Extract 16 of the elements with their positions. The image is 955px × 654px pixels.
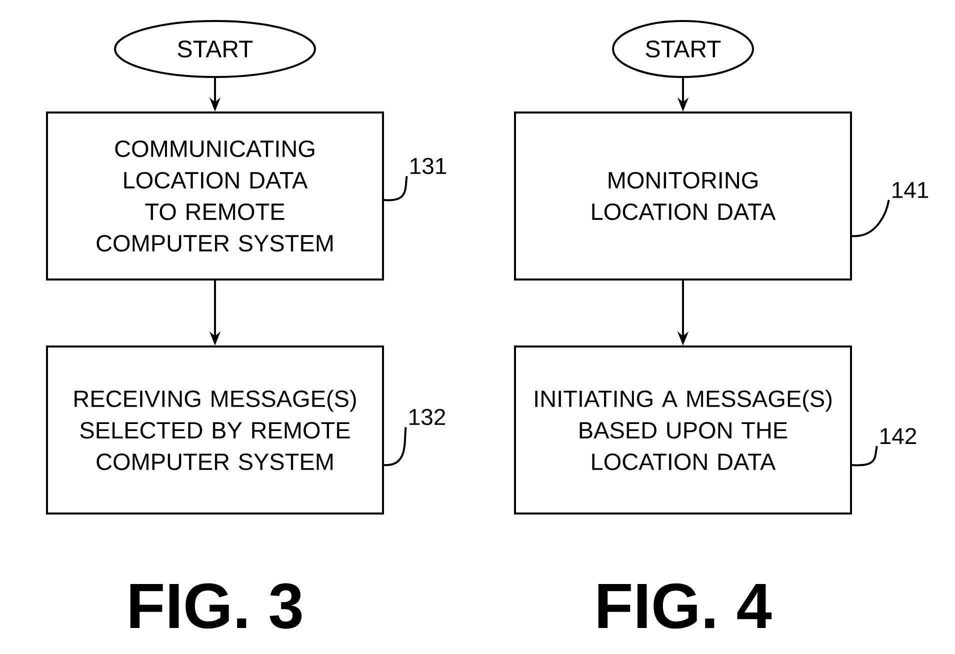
start-oval: START xyxy=(612,20,754,78)
start-oval: START xyxy=(114,20,316,78)
leader-line xyxy=(384,427,407,466)
reference-numeral: 141 xyxy=(892,182,928,198)
leader-line xyxy=(852,446,878,466)
reference-numeral: 142 xyxy=(880,428,916,444)
figure-label: FIG. 3 xyxy=(130,583,302,629)
reference-numeral: 131 xyxy=(410,158,446,174)
reference-numeral: 132 xyxy=(410,408,446,426)
process-box: RECEIVING MESSAGE(S) SELECTED BY REMOTE COMPUTER SYSTEM xyxy=(46,346,384,514)
leader-line xyxy=(852,200,890,237)
figure-label: FIG. 4 xyxy=(598,583,772,629)
process-box: MONITORING LOCATION DATA xyxy=(514,112,852,280)
process-box: INITIATING A MESSAGE(S) BASED UPON THE LOCATION DATA xyxy=(514,346,852,514)
process-box: COMMUNICATING LOCATION DATA TO REMOTE COMPUTER SYSTEM xyxy=(46,112,384,280)
leader-line xyxy=(384,176,408,202)
